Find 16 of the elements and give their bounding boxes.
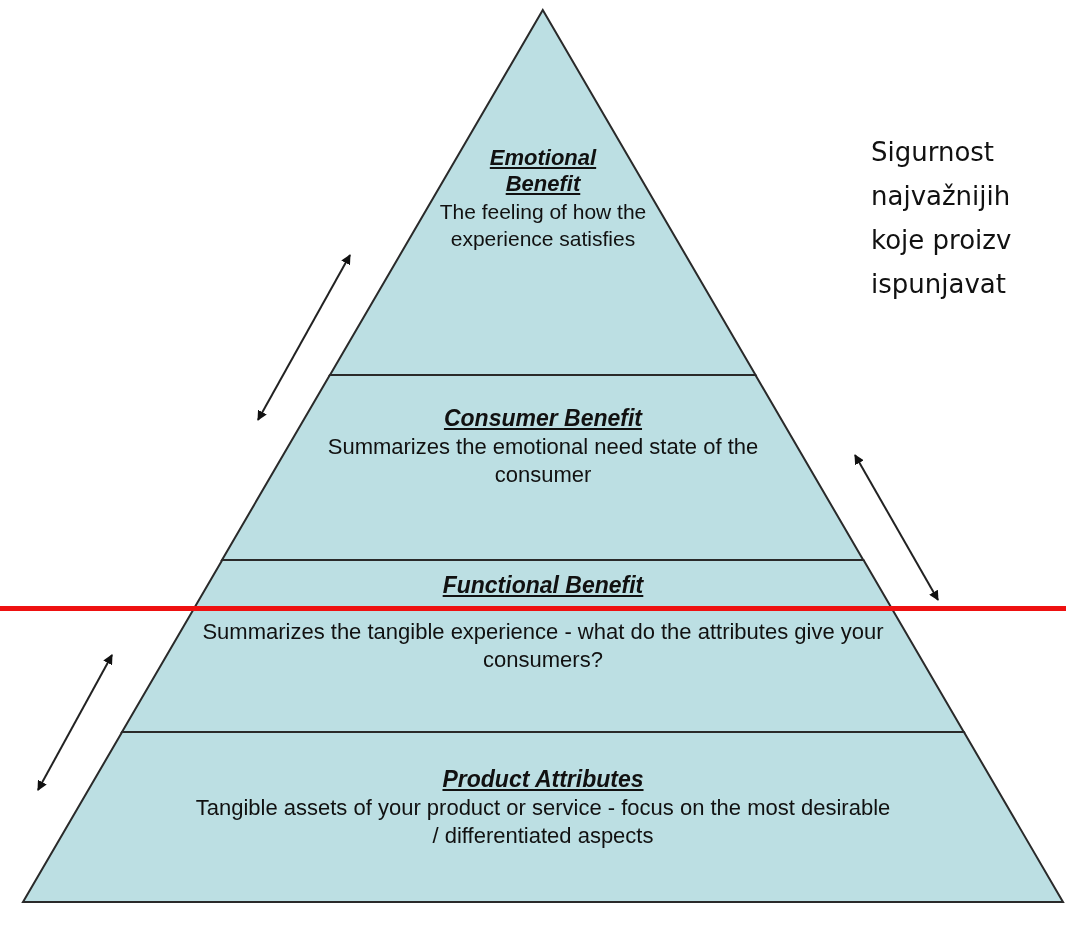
note-text: koje proizv	[871, 224, 1012, 257]
tier-description: The feeling of how the experience satisfies	[438, 198, 648, 253]
note-text: najvažnijih	[871, 180, 1011, 213]
pyramid-tier	[122, 560, 964, 732]
pyramid-tier	[330, 10, 756, 375]
tier-heading: Emotional Benefit	[488, 145, 598, 198]
note-text: Sigurnost	[871, 136, 995, 169]
tier-heading: Product Attributes	[442, 766, 644, 794]
pyramid-tier	[222, 375, 864, 560]
tier-description: Tangible assets of your product or service - focus on the most desirable / differentiated aspects	[194, 793, 892, 851]
tier-heading: Functional Benefit	[442, 572, 644, 600]
tier-heading: Consumer Benefit	[443, 405, 643, 433]
pyramid-tier	[23, 732, 1063, 902]
note-text: ispunjavat	[871, 268, 1006, 301]
tier-description: Summarizes the emotional need state of the consumer	[326, 432, 760, 490]
tier-description: Summarizes the tangible experience - what do the attributes give your consumers?	[201, 617, 885, 675]
